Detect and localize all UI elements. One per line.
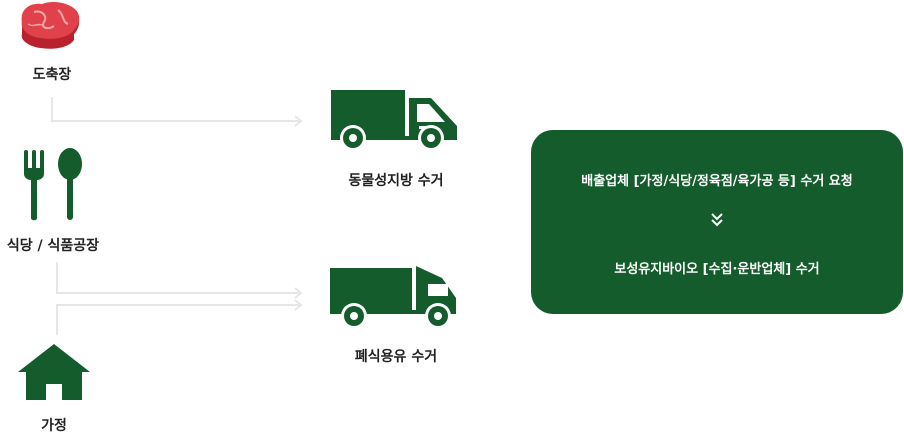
house-icon <box>18 344 90 400</box>
request-step-text: 배출업체 [가정/식당/정육점/육가공 등] 수거 요청 <box>581 174 853 189</box>
collection-step-text: 보성유지바이오 [수집·운반업체] 수거 <box>614 262 820 277</box>
waste-oil-label: 폐식용유 수거 <box>354 349 438 365</box>
household-label: 가정 <box>41 418 67 434</box>
tank-truck-icon <box>330 266 460 330</box>
collection-process-panel: 배출업체 [가정/식당/정육점/육가공 등] 수거 요청 보성유지바이오 [수집… <box>531 130 903 314</box>
meat-icon <box>18 0 82 52</box>
slaughterhouse-label: 도축장 <box>32 67 72 83</box>
restaurant-label: 식당 / 식품공장 <box>6 238 100 254</box>
double-chevron-down-icon <box>710 212 724 228</box>
fork-spoon-icon <box>22 148 86 222</box>
animal-fat-label: 동물성지방 수거 <box>348 173 444 189</box>
box-truck-icon <box>331 90 459 152</box>
